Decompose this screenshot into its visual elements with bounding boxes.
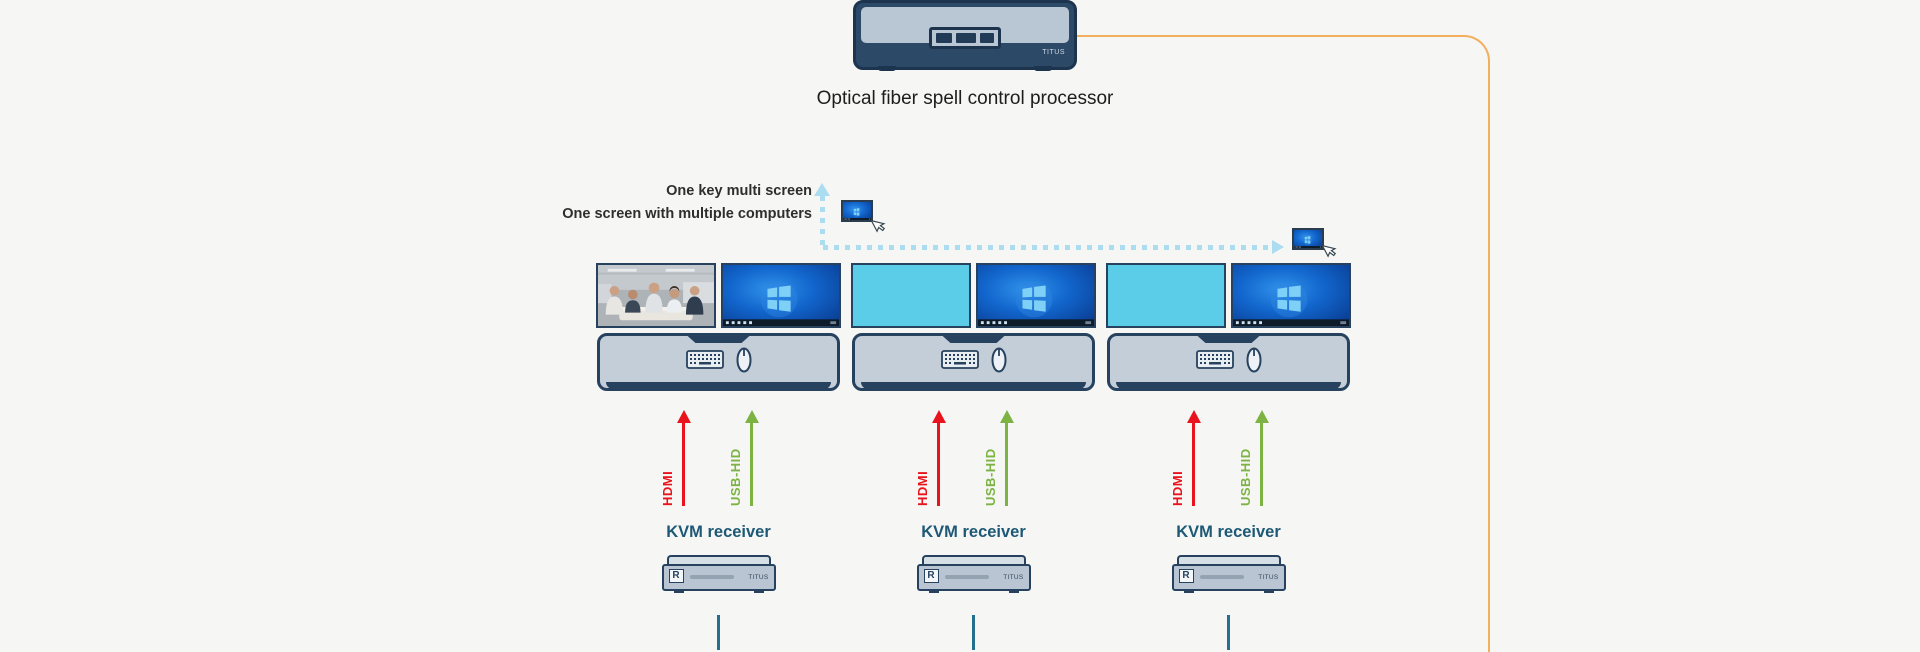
kvm-console-device — [597, 333, 840, 391]
fiber-control-processor-device: TITUS — [853, 0, 1077, 71]
processor-display — [929, 27, 1001, 49]
usb-hid-cable: USB-HID — [983, 410, 1017, 508]
fiber-drop-line — [1227, 615, 1230, 650]
hdmi-cable: HDMI — [915, 410, 949, 508]
fiber-route-line — [1077, 35, 1490, 652]
kvm-receiver-label: KVM receiver — [666, 523, 771, 541]
kvm-station: HDMI USB-HID KVM receiver R TITUS — [851, 263, 1096, 650]
hdmi-cable: HDMI — [1170, 410, 1204, 508]
usb-hid-cable: USB-HID — [728, 410, 762, 508]
kvm-receiver-label: KVM receiver — [921, 523, 1026, 541]
dotted-line-horizontal — [823, 245, 1273, 250]
dotted-up-arrow-icon — [814, 183, 830, 196]
fiber-drop-line — [972, 615, 975, 650]
receiver-badge: R — [668, 569, 684, 583]
receiver-slot — [944, 575, 989, 579]
hdmi-arrow-icon — [931, 410, 946, 423]
meeting-room-screen — [596, 263, 716, 328]
keyboard-icon — [685, 350, 724, 374]
receiver-badge: R — [923, 569, 939, 583]
usb-hid-label: USB-HID — [1238, 448, 1253, 506]
kvm-receiver-device: R TITUS — [661, 555, 776, 597]
usb-hid-cable: USB-HID — [1238, 410, 1272, 508]
feature-note-line2: One screen with multiple computers — [562, 206, 812, 222]
kvm-receiver-device: R TITUS — [1171, 555, 1286, 597]
hdmi-arrow-icon — [676, 410, 691, 423]
receiver-brand-text: TITUS — [1258, 574, 1279, 581]
mini-monitor-icon — [1292, 228, 1324, 250]
kvm-station: HDMI USB-HID KVM receiver R TITUS — [596, 263, 841, 650]
dotted-line-vertical — [820, 196, 825, 248]
receiver-badge: R — [1178, 569, 1194, 583]
receiver-slot — [1199, 575, 1244, 579]
fiber-drop-line — [717, 615, 720, 650]
blank-screen — [1106, 263, 1226, 328]
hdmi-label: HDMI — [915, 470, 930, 506]
processor-caption: Optical fiber spell control processor — [816, 88, 1114, 109]
usb-arrow-icon — [999, 410, 1014, 423]
mouse-icon — [736, 347, 752, 378]
dotted-right-arrow-icon — [1272, 240, 1284, 254]
hdmi-label: HDMI — [1170, 470, 1185, 506]
windows-desktop-screen — [976, 263, 1096, 328]
kvm-station: HDMI USB-HID KVM receiver R TITUS — [1106, 263, 1351, 650]
kvm-receiver-device: R TITUS — [916, 555, 1031, 597]
mouse-icon — [991, 347, 1007, 378]
receiver-slot — [689, 575, 734, 579]
hdmi-label: HDMI — [660, 470, 675, 506]
blank-screen — [851, 263, 971, 328]
kvm-receiver-label: KVM receiver — [1176, 523, 1281, 541]
usb-arrow-icon — [744, 410, 759, 423]
receiver-brand-text: TITUS — [1003, 574, 1024, 581]
receiver-brand-text: TITUS — [748, 574, 769, 581]
kvm-console-device — [852, 333, 1095, 391]
mouse-icon — [1246, 347, 1262, 378]
keyboard-icon — [1195, 350, 1234, 374]
kvm-console-device — [1107, 333, 1350, 391]
keyboard-icon — [940, 350, 979, 374]
usb-hid-label: USB-HID — [728, 448, 743, 506]
mini-monitor-icon — [841, 200, 873, 222]
hdmi-cable: HDMI — [660, 410, 694, 508]
windows-desktop-screen — [1231, 263, 1351, 328]
windows-desktop-screen — [721, 263, 841, 328]
hdmi-arrow-icon — [1186, 410, 1201, 423]
feature-note: One key multi screen One screen with mul… — [520, 180, 812, 226]
processor-brand-text: TITUS — [1042, 49, 1065, 56]
feature-note-line1: One key multi screen — [666, 183, 812, 199]
usb-arrow-icon — [1254, 410, 1269, 423]
usb-hid-label: USB-HID — [983, 448, 998, 506]
